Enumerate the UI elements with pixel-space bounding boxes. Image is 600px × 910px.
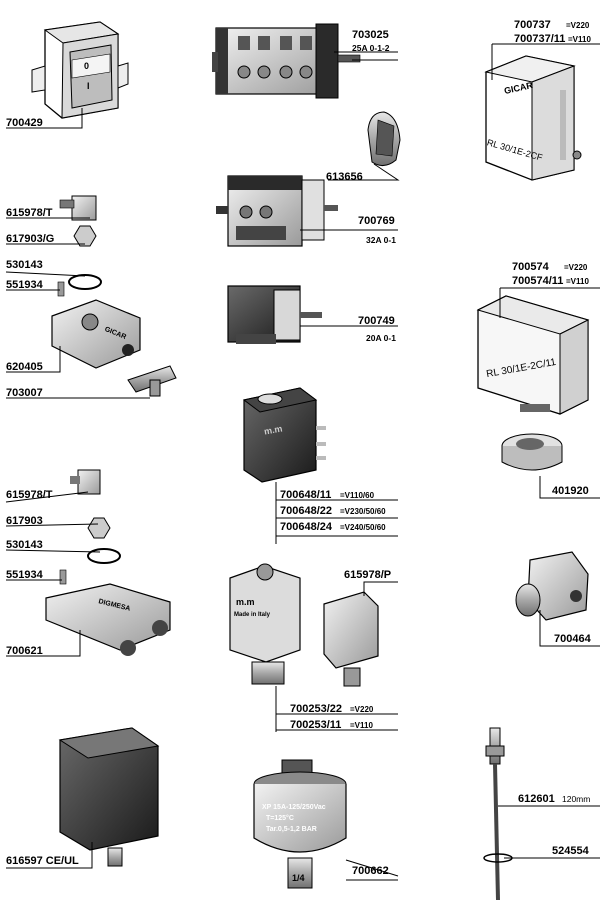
fitting-drawing: [127, 365, 177, 397]
rocker-switch-drawing: [31, 21, 129, 119]
code-700737: 700737: [514, 19, 551, 31]
digmesa-valve-drawing: [45, 469, 171, 656]
code-615978t-b: 615978/T: [6, 489, 53, 501]
rocker-symbol-off: 0: [84, 61, 90, 71]
thread-size-label: 1/4: [292, 873, 305, 883]
valve-brand-mm: m.m: [236, 597, 255, 607]
code-700253-22: 700253/22: [290, 703, 342, 715]
relay-box-drawing: [484, 55, 582, 181]
code-700574: 700574: [512, 261, 549, 273]
relay-socket-drawing: [501, 433, 563, 471]
cam-switch-3pos-drawing: [212, 23, 361, 99]
code-700621: 700621: [6, 645, 43, 657]
code-612601: 612601: [518, 793, 555, 805]
variant-700737-11: =V110: [568, 35, 591, 44]
variant-700253-11: =V110: [350, 721, 373, 730]
code-613656: 613656: [326, 171, 363, 183]
pressurestat-drawing: [253, 759, 347, 889]
code-524554: 524554: [552, 845, 589, 857]
made-in-italy-label: Made in Italy: [234, 612, 271, 618]
coil-drawing: [242, 387, 326, 483]
code-530143-b: 530143: [6, 539, 43, 551]
code-703025: 703025: [352, 29, 389, 41]
leader-lines: [5, 43, 600, 881]
solenoid-valve-drawing: [229, 563, 379, 687]
code-703007: 703007: [6, 387, 43, 399]
relay-box-11-drawing: [476, 295, 590, 415]
code-616597: 616597 CE/UL: [6, 855, 79, 867]
cam-switch-20a-drawing: [227, 285, 322, 344]
code-700648-22: 700648/22: [280, 505, 332, 517]
variant-700574-11: =V110: [566, 277, 589, 286]
code-700648-24: 700648/24: [280, 521, 332, 533]
spec-612601: 120mm: [562, 794, 591, 804]
spec-703025: 25A 0-1-2: [352, 43, 390, 53]
code-700662: 700662: [352, 865, 389, 877]
code-615978t-a: 615978/T: [6, 207, 53, 219]
code-700253-11: 700253/11: [290, 719, 342, 731]
code-700737-11: 700737/11: [514, 33, 566, 45]
code-617903: 617903: [6, 515, 43, 527]
cam-switch-32a-drawing: [216, 175, 338, 247]
code-700648-11: 700648/11: [280, 489, 332, 501]
variant-700648-22: =V230/50/60: [340, 507, 386, 516]
code-700429: 700429: [6, 117, 43, 129]
pressurestat-rating: XP 15A-125/250Vac: [262, 804, 326, 811]
pressurestat-temp: T=125°C: [266, 815, 294, 822]
variant-700648-24: =V240/50/60: [340, 523, 386, 532]
spec-700769: 32A 0-1: [366, 235, 396, 245]
code-551934-a: 551934: [6, 279, 43, 291]
code-700464: 700464: [554, 633, 591, 645]
pressure-switch-drawing: [58, 727, 160, 867]
variant-700253-22: =V220: [350, 705, 374, 714]
code-700574-11: 700574/11: [512, 275, 564, 287]
variant-700648-11: =V110/60: [340, 491, 375, 500]
code-620405: 620405: [6, 361, 43, 373]
code-700769: 700769: [358, 215, 395, 227]
level-probe-drawing: [483, 727, 513, 901]
pressurestat-setting: Tar.0,5-1,2 BAR: [266, 826, 317, 833]
knob-drawing: [367, 111, 401, 166]
code-401920: 401920: [552, 485, 589, 497]
code-551934-b: 551934: [6, 569, 43, 581]
spec-700749: 20A 0-1: [366, 333, 396, 343]
variant-700574: =V220: [564, 263, 588, 272]
rocker-symbol-on: I: [87, 81, 90, 91]
code-700749: 700749: [358, 315, 395, 327]
gicar-valve-drawing: [51, 195, 141, 369]
code-617903g: 617903/G: [6, 233, 55, 245]
code-615978p: 615978/P: [344, 569, 392, 581]
steam-valve-drawing: [515, 551, 589, 621]
variant-700737: =V220: [566, 21, 590, 30]
code-530143-a: 530143: [6, 259, 43, 271]
